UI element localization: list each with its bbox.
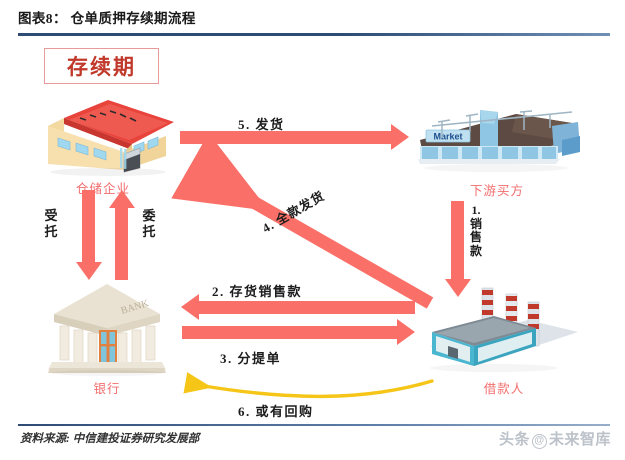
flow-4-arrow [168,132,468,309]
chart-header: 图表8： 仓单质押存续期流程 [18,10,610,38]
flow-diagram-canvas: 存续期 [0,38,625,419]
source-note: 资料来源: 中信建投证券研究发展部 [20,433,200,445]
flow-6-label: 6. 或有回购 [238,404,314,419]
flow-6-arrow [160,368,460,408]
flow-2-label: 2. 存货销售款 [212,284,303,299]
bank-building-icon: BANK [48,284,166,376]
node-warehouse [28,96,178,176]
stage-badge-label: 存续期 [67,55,136,79]
side-flow-entrust-label: 委托 [142,208,156,239]
watermark-left-text: 头条 [498,431,530,448]
node-bank: BANK [48,278,166,376]
footer-divider [18,424,610,426]
node-borrower [424,276,584,376]
flow-3-label: 3. 分提单 [220,351,282,366]
market-building-icon: Market [418,110,580,172]
stage-badge: 存续期 [44,48,159,84]
watermark-at-icon: @ [531,434,547,449]
node-warehouse-label: 仓储企业 [75,182,130,196]
watermark: 头条@未来智库 [499,428,611,449]
factory-building-icon [430,287,578,372]
flow-5-label: 5. 发货 [238,117,285,132]
svg-text:Market: Market [433,132,462,142]
page-title: 图表8： 仓单质押存续期流程 [18,11,196,26]
flow-1-label: 1. 销售款 [469,203,482,258]
node-bank-label: 银行 [93,382,121,396]
watermark-right-text: 未来智库 [548,431,611,448]
node-buyer-label: 下游买方 [469,184,524,198]
warehouse-building-icon [48,100,174,176]
node-buyer: Market [412,96,582,178]
side-flow-entrusted-label: 受托 [44,208,58,239]
header-divider [18,33,610,36]
node-borrower-label: 借款人 [483,382,525,396]
